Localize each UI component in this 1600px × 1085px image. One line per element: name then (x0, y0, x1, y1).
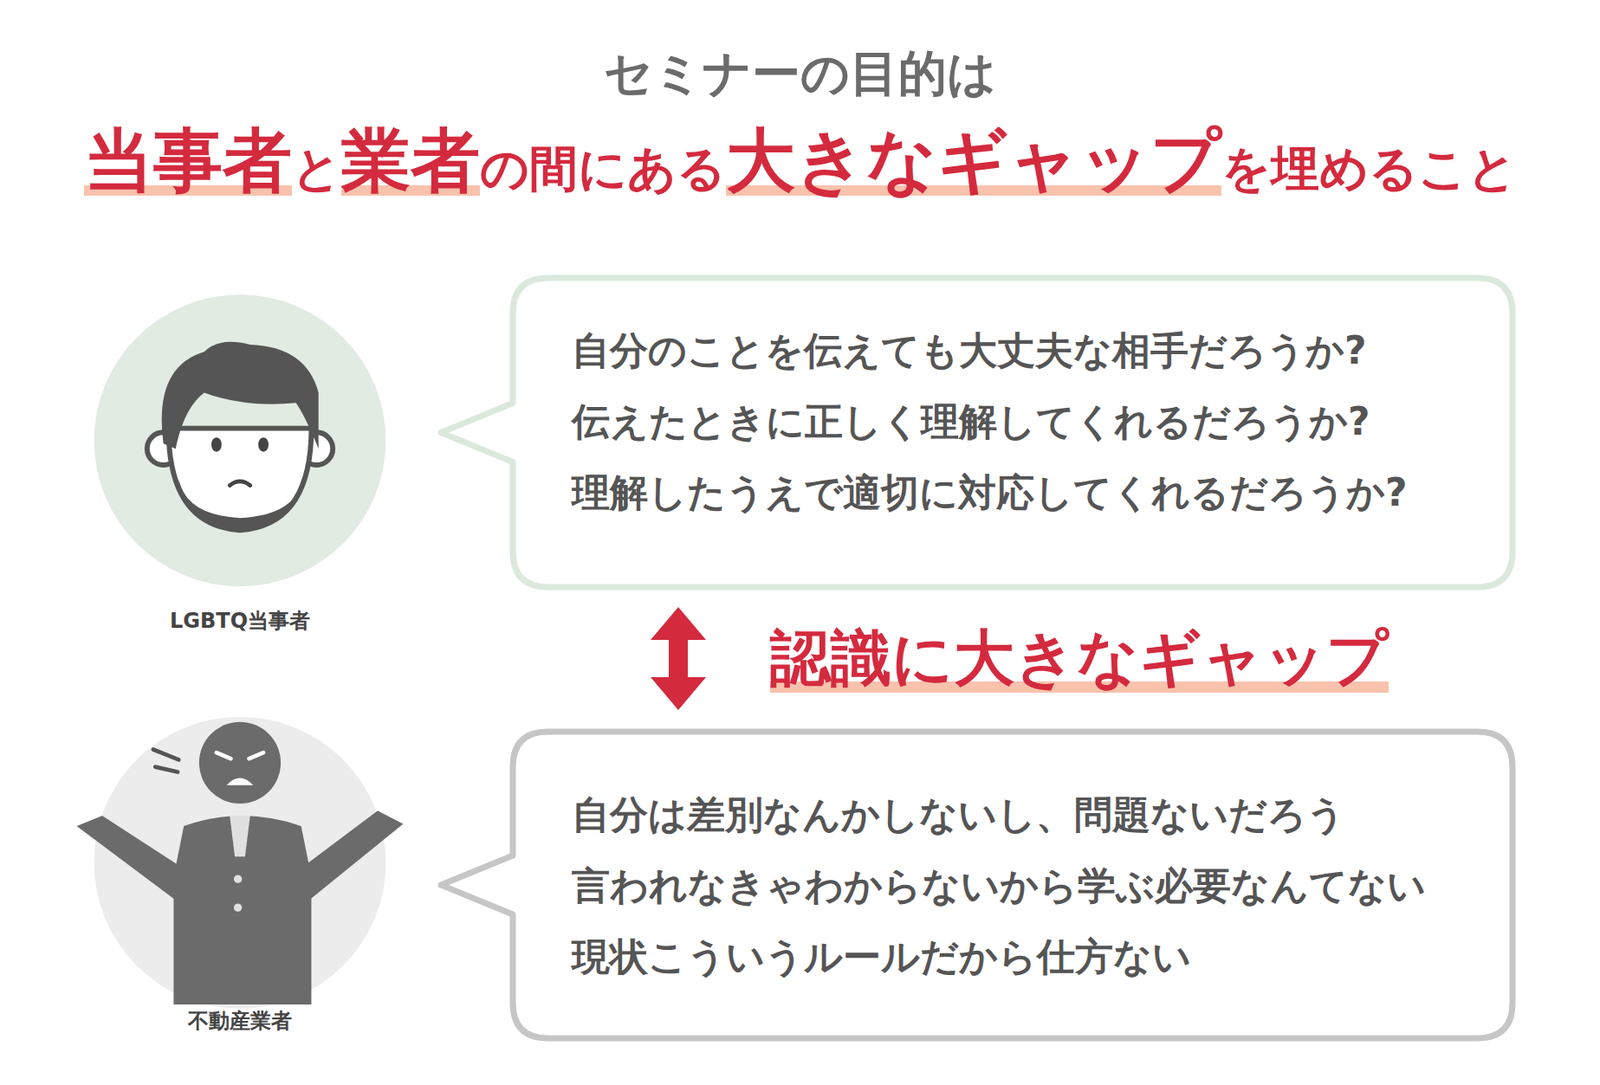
headline-text: と (291, 137, 342, 201)
agent-figure (77, 722, 404, 1005)
avatar-node: LGBTQ当事者 (94, 293, 386, 585)
avatar-circle (94, 294, 387, 587)
speech-bubble: 自分は差別なんかしないし、問題ないだろう言われなきゃわからないから学ぶ必要なんて… (510, 729, 1516, 1042)
headline-text: を埋めること (1221, 137, 1517, 201)
avatar-label: 不動産業者 (94, 1007, 386, 1036)
bubble-text: 自分のことを伝えても大丈夫な相手だろうか? (571, 315, 1481, 387)
title: セミナーの目的は (0, 41, 1600, 108)
headline: 当事者と業者の間にある大きなギャップを埋めること (0, 121, 1600, 201)
bubble-text: 伝えたときに正しく理解してくれるだろうか? (571, 386, 1481, 458)
highlight-text: 当事者 (84, 121, 292, 201)
speech-bubble: 自分のことを伝えても大丈夫な相手だろうか?伝えたときに正しく理解してくれるだろう… (510, 275, 1516, 590)
gap-label: 認識に大きなギャップ (770, 618, 1389, 700)
double-arrow (650, 607, 707, 711)
avatar-node: 不動産業者 (94, 716, 386, 1008)
highlight-text: 業者 (341, 121, 480, 201)
headline-text: の間にある (479, 137, 726, 201)
bubble-text: 理解したうえで適切に対応してくれるだろうか? (571, 457, 1481, 529)
person-face (147, 342, 333, 533)
bubble-text: 言われなきゃわからないから学ぶ必要なんてない (571, 850, 1481, 922)
avatar-label: LGBTQ当事者 (94, 607, 386, 635)
highlight-text: 大きなギャップ (725, 121, 1222, 201)
bubble-text: 自分は差別なんかしないし、問題ないだろう (571, 779, 1481, 851)
bubble-text: 現状こういうルールだから仕方ない (571, 921, 1481, 993)
